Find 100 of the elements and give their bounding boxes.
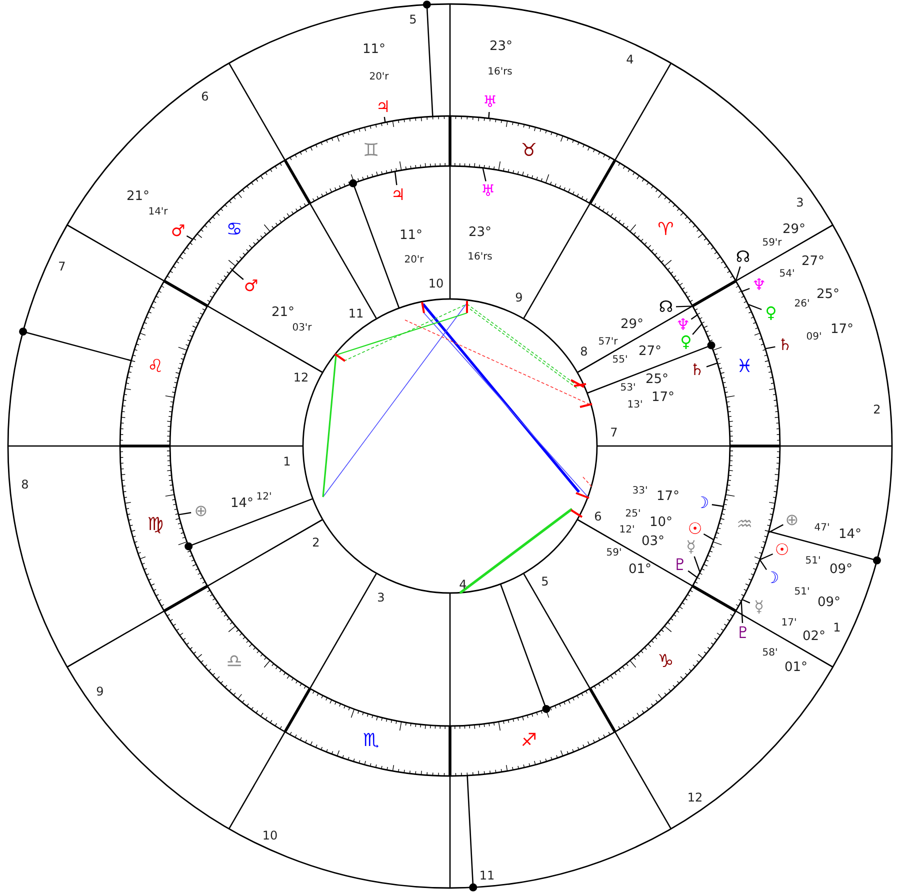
astrological-symbol: ☊ [658,299,674,315]
degree-value: 23° [468,226,492,240]
degree-value: 11° [399,228,423,244]
zodiac-sign-symbol: ♈ [658,221,674,240]
house-number: 9 [515,291,523,305]
zodiac-sign-symbol: ♐ [520,732,537,750]
astrological-symbol: ☉ [774,542,790,558]
house-number: 6 [594,510,602,524]
minute-value: 51' [794,586,810,598]
astrological-symbol: ♇ [736,625,750,641]
house-number: 8 [580,345,588,359]
astrological-symbol: ☽ [694,495,710,511]
house-number: 2 [312,536,320,550]
house-number: 10 [262,829,278,843]
degree-value: 03° [641,534,665,550]
astrological-symbol: ♇ [672,557,688,573]
degree-value: 14° [230,496,254,512]
minute-value: 26' [794,298,810,310]
minute-value: 13' [627,400,643,410]
minute-value: 55' [612,354,628,366]
astrological-symbol: ♃ [390,187,406,203]
minute-value: 20'r [404,254,424,266]
zodiac-sign-symbol: ♎ [226,652,242,671]
degree-value: 29° [620,318,644,332]
degree-value: 23° [489,40,513,54]
house-number: 4 [459,578,467,592]
minute-value: 09' [806,332,822,342]
degree-value: 25° [816,288,840,302]
astrological-symbol: ☿ [686,539,696,555]
house-number: 12 [687,791,703,805]
degree-value: 17° [656,490,680,504]
degree-value: 09° [817,596,841,610]
astrological-symbol: ☉ [688,521,702,537]
house-number: 9 [96,685,104,699]
minute-value: 03'r [292,322,312,334]
astrological-symbol: ♅ [482,94,498,110]
astrological-symbol: ⊕ [785,512,799,528]
minute-value: 12' [256,492,272,502]
astrological-symbol: ☿ [754,599,764,615]
house-number: 10 [428,277,444,291]
degree-value: 10° [649,516,673,530]
astrological-symbol: ♆ [676,317,690,333]
house-number: 12 [293,371,309,385]
zodiac-sign-symbol: ♉ [520,142,537,160]
zodiac-sign-symbol: ♍ [147,516,164,534]
minute-value: 59'r [762,238,782,248]
degree-value: 17° [651,390,675,406]
zodiac-sign-symbol: ♒ [736,516,753,534]
degree-value: 17° [830,322,854,338]
house-number: 5 [541,575,549,589]
minute-value: 33' [632,486,648,496]
astrological-symbol: ♂ [244,278,258,294]
zodiac-sign-symbol: ♌ [147,358,164,376]
zodiac-sign-symbol: ♊ [362,142,380,160]
house-number: 4 [626,53,634,67]
house-number: 3 [796,196,804,210]
astrological-symbol: ☽ [764,570,780,586]
minute-value: 57'r [598,336,618,348]
degree-value: 09° [829,562,853,578]
minute-value: 20'r [369,72,389,82]
house-number: 7 [58,260,66,274]
astrological-symbol: ♄ [778,337,792,353]
house-number: 1 [283,455,291,469]
degree-value: 02° [802,630,826,644]
minute-value: 53' [620,382,636,394]
degree-value: 21° [271,306,295,320]
zodiac-sign-symbol: ♑ [658,652,674,671]
degree-value: 01° [784,660,808,676]
house-number: 7 [610,426,618,440]
house-number: 8 [21,478,29,492]
degree-value: 11° [362,42,386,58]
house-number: 5 [409,13,417,27]
minute-value: 58' [762,648,778,658]
minute-value: 16'rs [468,252,492,262]
astrological-symbol: ⊕ [194,503,208,519]
degree-value: 27° [801,254,825,270]
zodiac-sign-symbol: ♓ [736,358,753,376]
minute-value: 14'r [148,206,168,218]
degree-value: 21° [126,190,150,204]
astrological-symbol: ♂ [170,223,186,239]
degree-value: 01° [628,562,652,578]
minute-value: 51' [805,556,821,566]
degree-value: 27° [638,344,662,360]
degree-value: 25° [645,372,669,388]
minute-value: 17' [781,618,797,628]
house-number: 11 [479,869,495,883]
zodiac-sign-symbol: ♏ [362,732,380,750]
minute-value: 16'rs [488,66,512,78]
minute-value: 59' [606,548,622,558]
zodiac-sign-symbol: ♋ [226,221,242,240]
astrological-symbol: ♆ [752,277,766,293]
minute-value: 47' [814,522,830,534]
house-number: 6 [201,90,209,104]
degree-value: 29° [782,222,806,238]
minute-value: 25' [625,508,641,520]
house-number: 11 [348,307,364,321]
degree-value: 14° [838,528,862,542]
house-number: 2 [873,403,881,417]
astrological-symbol: ♄ [690,362,704,378]
astrological-symbol: ☊ [736,249,750,265]
